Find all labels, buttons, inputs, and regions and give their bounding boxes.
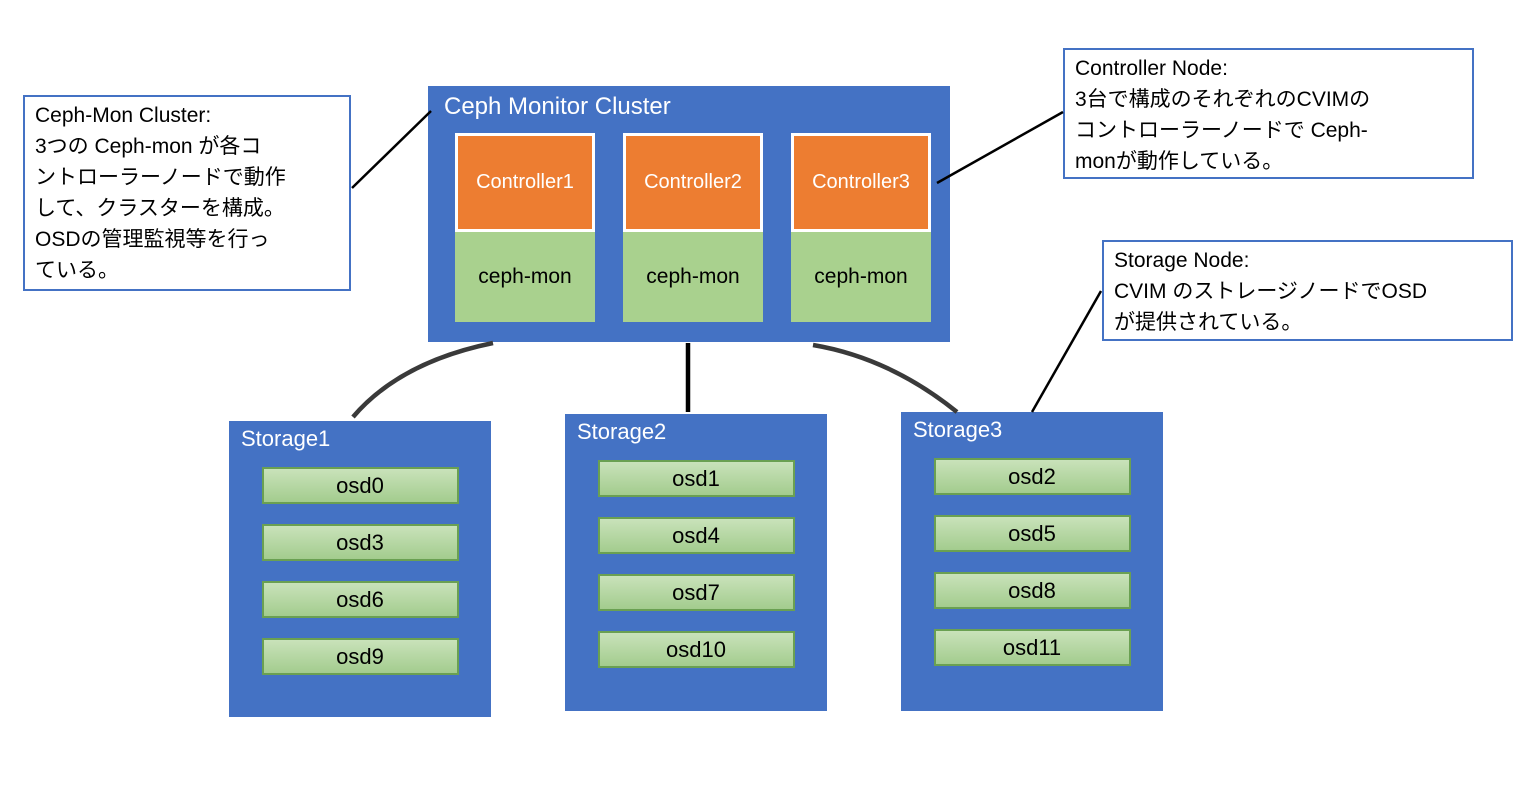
- ceph-mon-box-2: ceph-mon: [623, 232, 763, 322]
- osd-box: osd7: [597, 574, 795, 611]
- osd-box: osd5: [933, 515, 1131, 552]
- osd-box: osd6: [261, 581, 459, 618]
- controller1-box: Controller1: [455, 133, 595, 232]
- connector-callout-storage-to-storage3: [1030, 290, 1103, 413]
- callout-text-line: 3台で構成のそれぞれのCVIMの: [1075, 88, 1371, 111]
- osd-box: osd2: [933, 458, 1131, 495]
- storage2-osd-stack: osd1 osd4 osd7 osd10: [565, 460, 827, 688]
- callout-text-line: 3つの Ceph-mon が各コ: [35, 135, 262, 158]
- monitor-cluster-title: Ceph Monitor Cluster: [444, 93, 671, 120]
- callout-text-line: が提供されている。: [1114, 311, 1303, 334]
- callout-ceph-mon-cluster: Ceph-Mon Cluster: 3つの Ceph-mon が各コ ントローラ…: [23, 95, 351, 291]
- callout-text-line: コントローラーノードで Ceph-: [1075, 119, 1368, 142]
- controller-node-1: Controller1 ceph-mon: [455, 133, 595, 322]
- storage1-box: Storage1 osd0 osd3 osd6 osd9: [229, 421, 491, 717]
- osd-box: osd3: [261, 524, 459, 561]
- osd-box: osd9: [261, 638, 459, 675]
- osd-box: osd10: [597, 631, 795, 668]
- connector-callout-controller-to-controller3: [936, 110, 1064, 185]
- callout-storage-node: Storage Node: CVIM のストレージノードでOSD が提供されてい…: [1102, 240, 1513, 341]
- storage2-title: Storage2: [577, 419, 667, 444]
- callout-text-line: CVIM のストレージノードでOSD: [1114, 280, 1428, 303]
- osd-box: osd0: [261, 467, 459, 504]
- storage3-box: Storage3 osd2 osd5 osd8 osd11: [901, 412, 1163, 711]
- controller-node-2: Controller2 ceph-mon: [623, 133, 763, 322]
- callout-text-line: Storage Node:: [1114, 249, 1250, 272]
- controller2-box: Controller2: [623, 133, 763, 232]
- callout-text-line: OSDの管理監視等を行っ: [35, 228, 270, 251]
- osd-box: osd11: [933, 629, 1131, 666]
- callout-text-line: ントローラーノードで動作: [35, 166, 286, 189]
- callout-text-line: Controller Node:: [1075, 57, 1228, 80]
- connector-callout-cephmon-to-cluster: [351, 110, 432, 189]
- storage2-box: Storage2 osd1 osd4 osd7 osd10: [565, 414, 827, 711]
- controller3-box: Controller3: [791, 133, 931, 232]
- callout-text-line: して、クラスターを構成。: [35, 197, 285, 220]
- ceph-monitor-cluster-box: Ceph Monitor Cluster Controller1 ceph-mo…: [428, 86, 950, 342]
- callout-text-line: ている。: [35, 259, 119, 282]
- osd-box: osd1: [597, 460, 795, 497]
- osd-box: osd8: [933, 572, 1131, 609]
- storage3-title: Storage3: [913, 417, 1003, 442]
- connector-cluster-to-storage1: [351, 340, 494, 419]
- controller-node-3: Controller3 ceph-mon: [791, 133, 931, 322]
- storage3-osd-stack: osd2 osd5 osd8 osd11: [901, 458, 1163, 686]
- storage1-title: Storage1: [241, 426, 331, 451]
- osd-box: osd4: [597, 517, 795, 554]
- ceph-mon-box-1: ceph-mon: [455, 232, 595, 322]
- connector-cluster-to-storage3: [812, 342, 959, 414]
- callout-controller-node: Controller Node: 3台で構成のそれぞれのCVIMの コントローラ…: [1063, 48, 1474, 179]
- callout-text-line: monが動作している。: [1075, 150, 1284, 173]
- storage1-osd-stack: osd0 osd3 osd6 osd9: [229, 467, 491, 695]
- callout-text-line: Ceph-Mon Cluster:: [35, 104, 212, 127]
- ceph-mon-box-3: ceph-mon: [791, 232, 931, 322]
